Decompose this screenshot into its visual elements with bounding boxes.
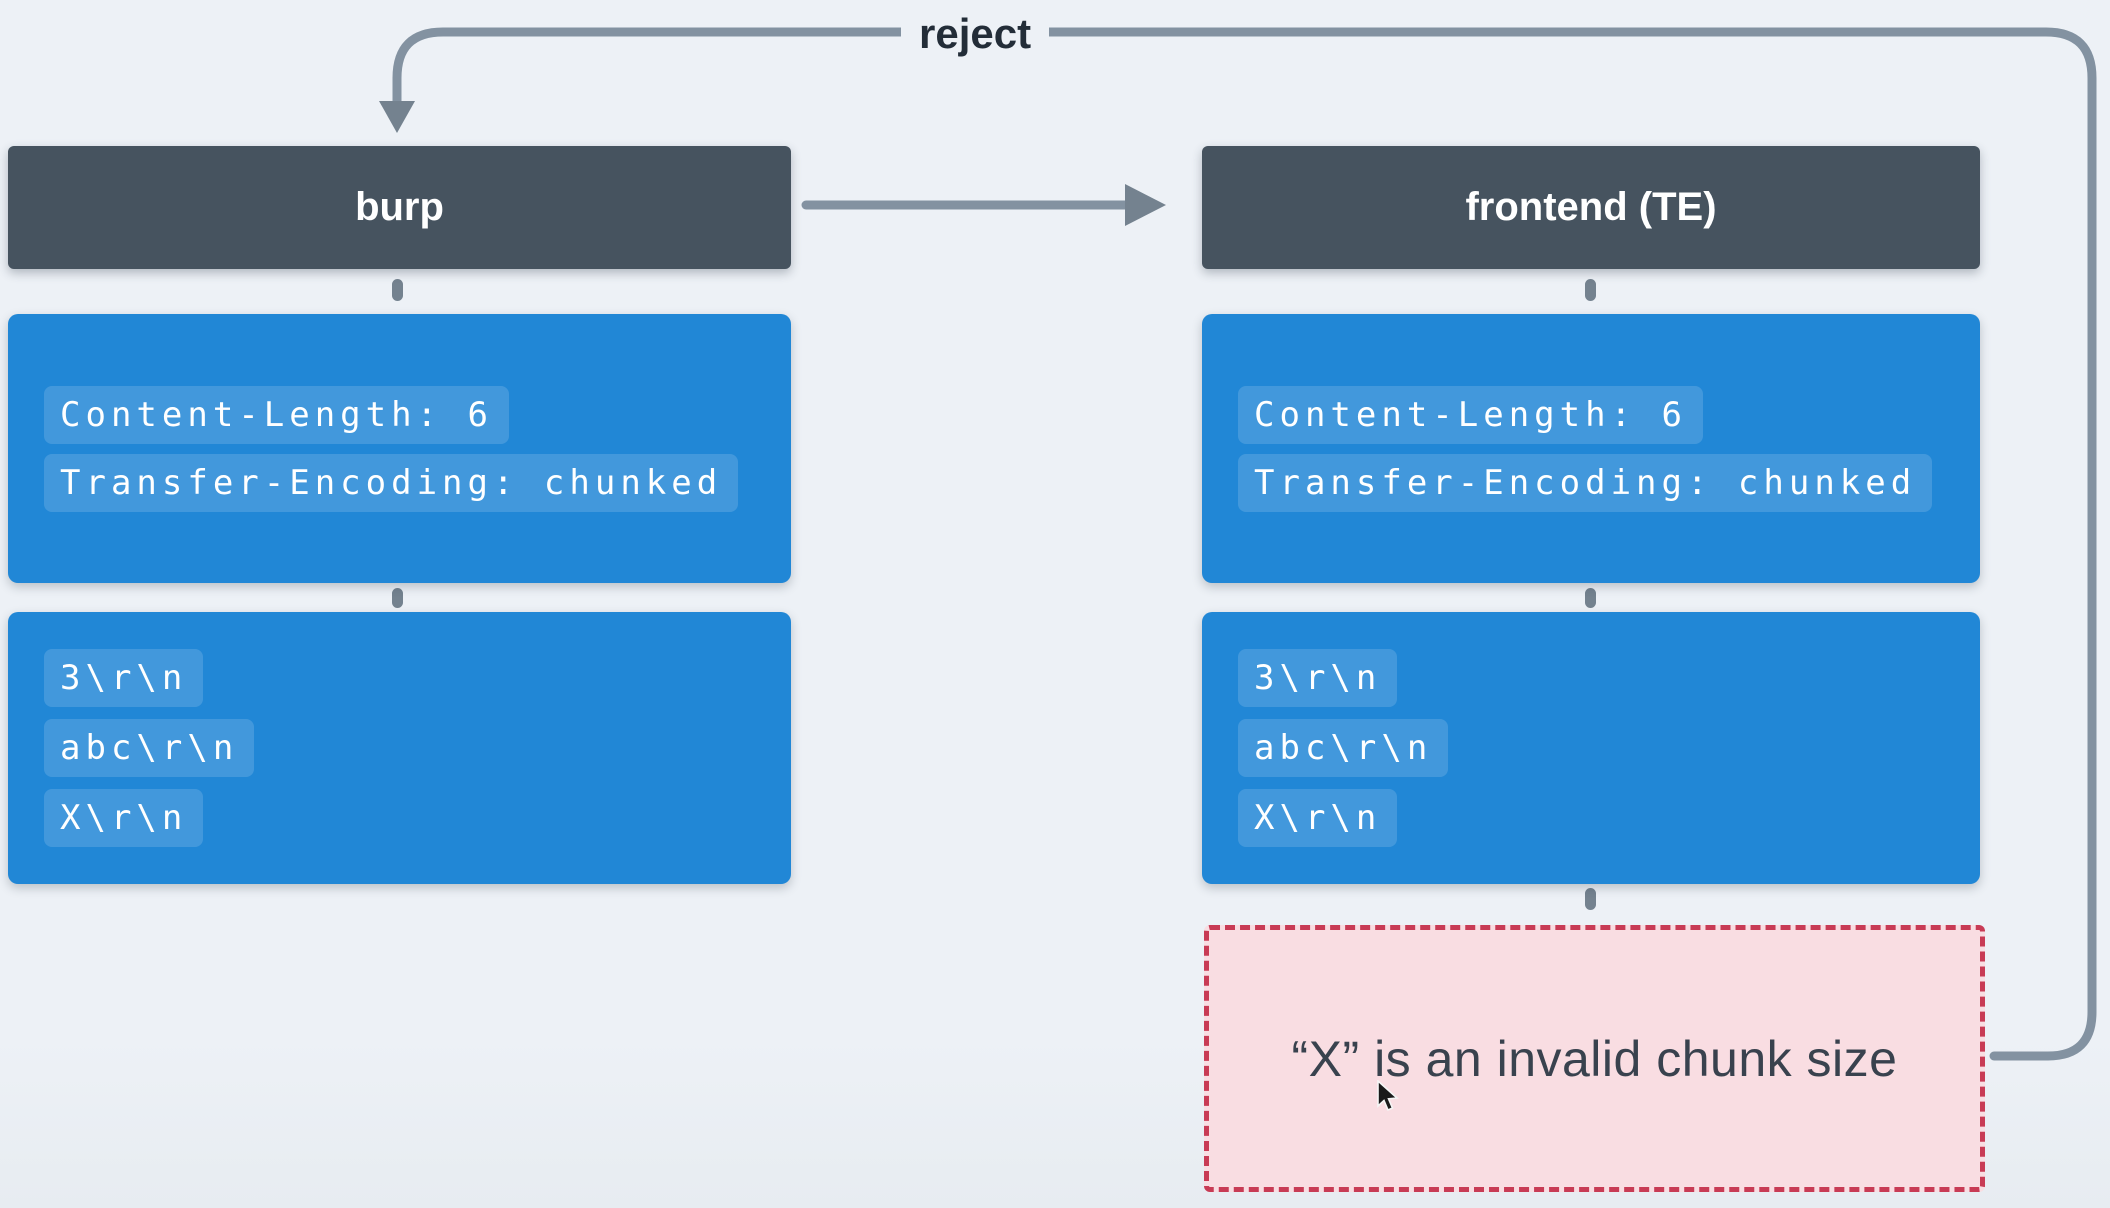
header-chip: Content-Length: 6 bbox=[1238, 385, 1703, 444]
header-chip: Transfer-Encoding: chunked bbox=[44, 453, 739, 512]
frontend-headers-box: Content-Length: 6 Transfer-Encoding: chu… bbox=[1202, 314, 1980, 583]
chunk-chip: X\r\n bbox=[1238, 789, 1398, 847]
mouse-cursor-icon bbox=[1377, 1080, 1399, 1112]
burp-headers-box: Content-Length: 6 Transfer-Encoding: chu… bbox=[8, 314, 791, 583]
reject-arrowhead-icon bbox=[379, 101, 415, 133]
node-frontend: frontend (TE) bbox=[1202, 146, 1980, 269]
error-box: “X” is an invalid chunk size bbox=[1204, 925, 1985, 1192]
chunk-chip: 3\r\n bbox=[44, 649, 204, 707]
chunk-chip: 3\r\n bbox=[1238, 649, 1398, 707]
header-chip: Content-Length: 6 bbox=[44, 385, 509, 444]
chunk-chip: abc\r\n bbox=[1238, 719, 1449, 777]
header-chip: Transfer-Encoding: chunked bbox=[1238, 453, 1933, 512]
connector-dash-icon bbox=[392, 588, 403, 608]
chunk-chip: X\r\n bbox=[44, 789, 204, 847]
chunk-chip: abc\r\n bbox=[44, 719, 255, 777]
flow-arrowhead-icon bbox=[1125, 184, 1166, 226]
reject-label: reject bbox=[901, 6, 1050, 62]
burp-chunks-box: 3\r\n abc\r\n X\r\n bbox=[8, 612, 791, 884]
reject-loop-line bbox=[392, 27, 2097, 1061]
error-message: “X” is an invalid chunk size bbox=[1291, 1030, 1898, 1087]
connector-dash-icon bbox=[1585, 279, 1596, 301]
frontend-chunks-box: 3\r\n abc\r\n X\r\n bbox=[1202, 612, 1980, 884]
connector-dash-icon bbox=[392, 279, 403, 301]
connector-dash-icon bbox=[1585, 888, 1596, 910]
connector-dash-icon bbox=[1585, 588, 1596, 608]
node-burp-title: burp bbox=[355, 185, 444, 229]
node-frontend-title: frontend (TE) bbox=[1465, 185, 1717, 229]
node-burp: burp bbox=[8, 146, 791, 269]
